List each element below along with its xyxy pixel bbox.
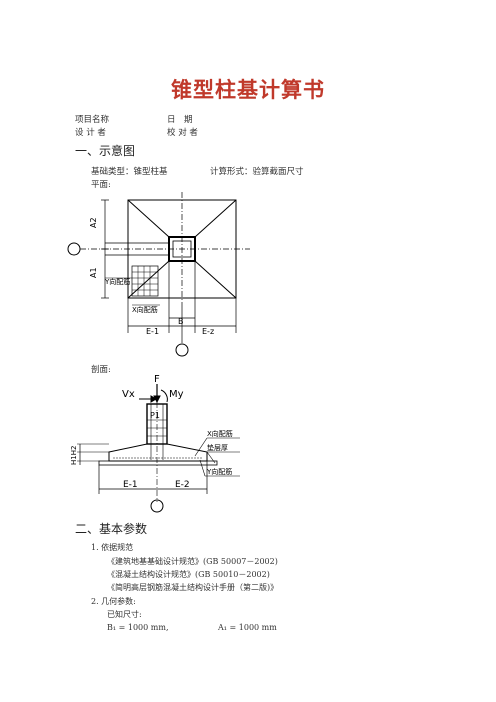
foundation-type: 基础类型：锥型柱基 [91, 167, 168, 177]
code-line-2: 《混凝土结构设计规范》(GB 50010－2002) [107, 570, 270, 579]
code-line-1: 《建筑地基基础设计规范》(GB 50007－2002) [107, 557, 278, 566]
section-view-drawing: Vx F My P1 H1H2 X向配筋 垫层厚 Y向配筋 E-1 E-2 [70, 374, 240, 513]
item-codes-heading: 1. 依据规范 [91, 543, 134, 552]
label-y-reinf: Y向配筋 [104, 277, 130, 286]
section-heading-diagram: 一、示意图 [75, 144, 136, 158]
param-a1: A₁ = 1000 mm [218, 623, 277, 632]
label-vx: Vx [122, 389, 135, 400]
label-b: B [178, 317, 184, 326]
label-section-y-reinf: Y向配筋 [206, 467, 232, 476]
document-title: 锥型柱基计算书 [171, 78, 325, 102]
plan-axis-bubble-x [175, 343, 189, 357]
code-line-3: 《简明高层钢筋混凝土结构设计手册（第二版)》 [107, 583, 279, 592]
label-f: F [154, 374, 160, 385]
label-section-e1: E-1 [123, 480, 138, 490]
label-my: My [169, 389, 184, 400]
item-geometry-heading: 2. 几何参数: [91, 597, 136, 606]
label-a1: A1 [89, 267, 98, 278]
section-view-label: 剖面: [91, 365, 111, 375]
label-x-reinf: X向配筋 [132, 305, 158, 314]
label-cushion: 垫层厚 [207, 443, 228, 452]
label-p1: P1 [150, 411, 160, 420]
section-footing-outline [108, 443, 208, 462]
label-h1h2: H1H2 [70, 446, 78, 465]
label-section-e2: E-2 [175, 480, 190, 490]
label-e2: E-z [202, 327, 214, 336]
project-name-label: 项目名称 [75, 115, 110, 125]
checker-label: 校 对 者 [167, 128, 198, 138]
param-b1: B₁ = 1000 mm, [107, 623, 169, 632]
designer-label: 设 计 者 [75, 128, 106, 138]
section-axis-bubble [150, 499, 164, 513]
section-cushion-outline [98, 460, 218, 466]
plan-view-drawing: A2 A1 Y向配筋 X向配筋 B E-1 E-z [67, 192, 250, 357]
label-a2: A2 [89, 217, 98, 228]
known-dimensions-label: 已知尺寸: [107, 610, 142, 619]
label-section-x-reinf: X向配筋 [207, 429, 233, 438]
plan-label: 平面: [91, 180, 111, 190]
plan-axis-bubble-y [67, 242, 81, 256]
date-label: 日 期 [167, 115, 193, 125]
section-heading-params: 二、基本参数 [75, 522, 148, 536]
calc-form: 计算形式：验算截面尺寸 [210, 167, 304, 177]
label-e1: E-1 [146, 327, 159, 336]
